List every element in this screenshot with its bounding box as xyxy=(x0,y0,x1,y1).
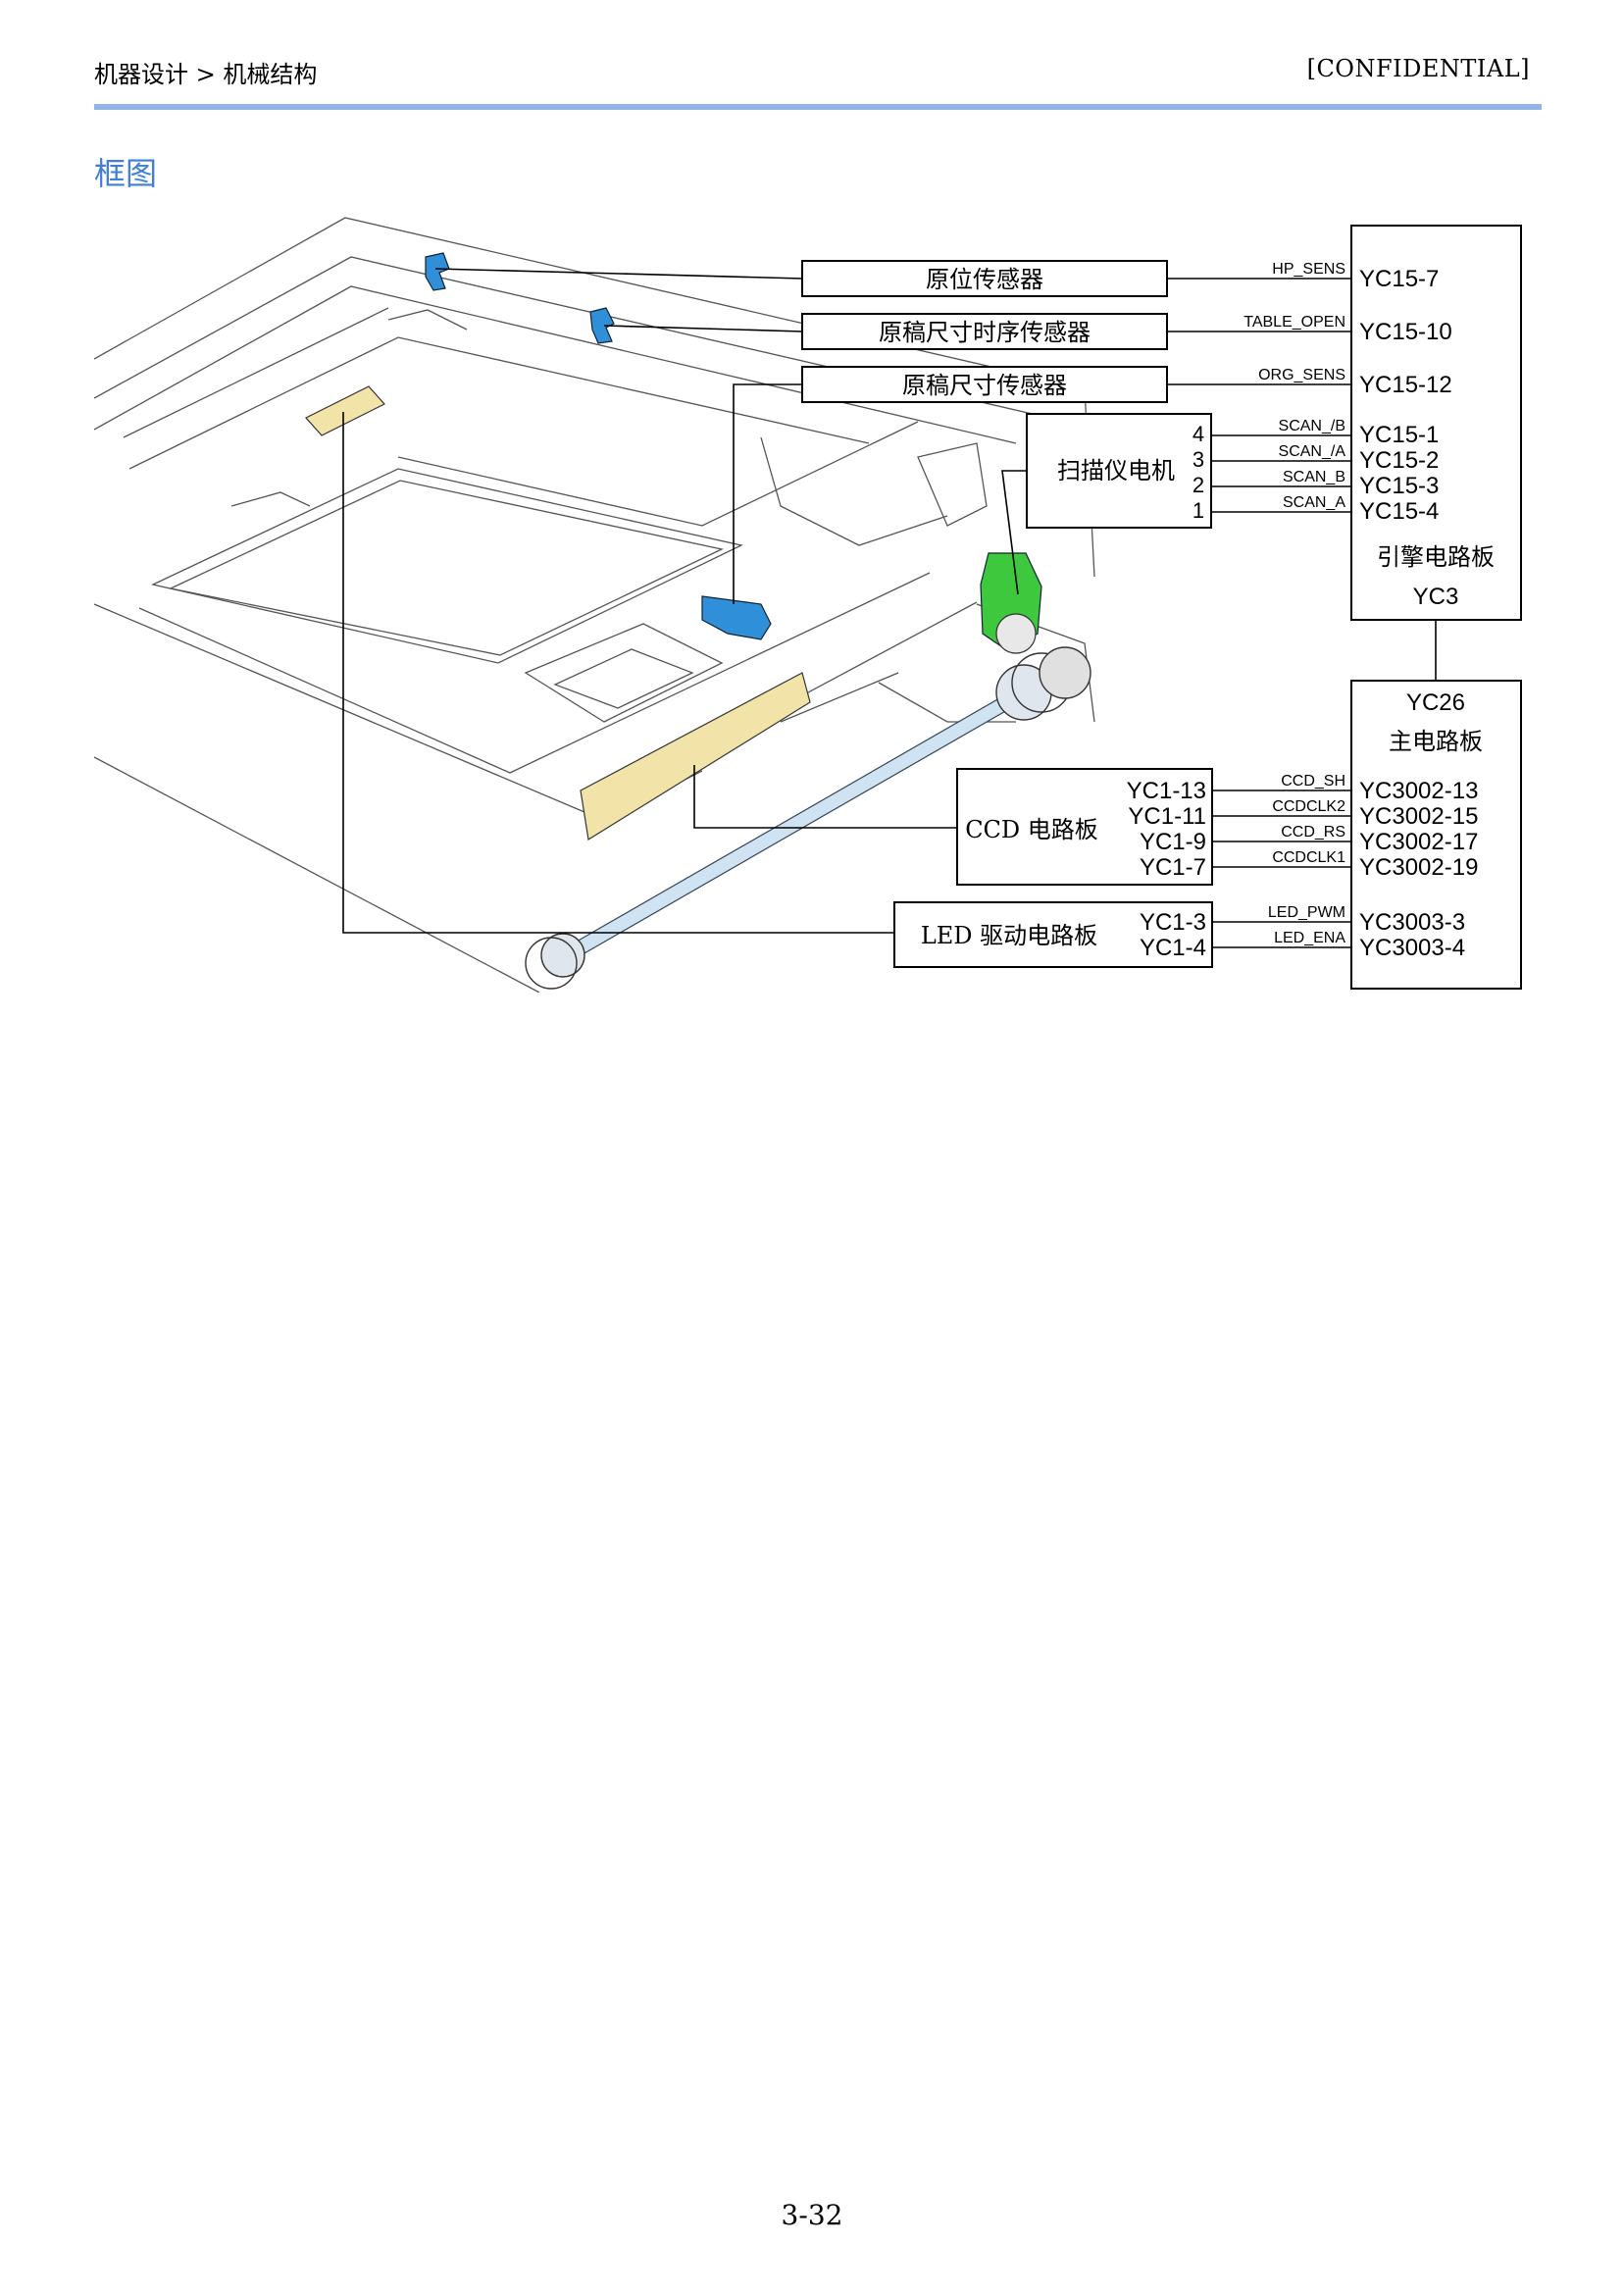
signal-name: LED_ENA xyxy=(1274,930,1345,946)
component-boxes xyxy=(801,225,1522,990)
main-board-connector: YC26 xyxy=(1406,689,1465,716)
table-open-sensor-box xyxy=(801,313,1168,350)
engine-pin: YC15-4 xyxy=(1359,498,1439,525)
engine-pin: YC15-1 xyxy=(1359,422,1439,448)
signal-name: TABLE_OPEN xyxy=(1243,314,1345,331)
led-pin: YC1-4 xyxy=(1140,935,1206,961)
table-open-sensor-part xyxy=(589,307,615,344)
scanner-motor-label: 扫描仪电机 xyxy=(1057,457,1175,484)
confidential-label: [CONFIDENTIAL] xyxy=(1306,55,1530,82)
engine-board-name: 引擎电路板 xyxy=(1377,543,1495,571)
main-pin: YC3002-15 xyxy=(1359,803,1478,830)
ccd-pin: YC1-11 xyxy=(1128,803,1206,830)
ccd-pin: YC1-13 xyxy=(1127,778,1206,804)
main-board-name: 主电路板 xyxy=(1389,728,1483,755)
yellow-board-part xyxy=(305,385,385,436)
signal-name: SCAN_A xyxy=(1283,494,1345,511)
signal-name: CCD_SH xyxy=(1281,773,1345,790)
ccd-pin-labels: YC1-13 YC1-11 YC1-9 YC1-7 xyxy=(1127,778,1206,881)
ccd-board-box xyxy=(956,768,1213,886)
org-size-sensor-part xyxy=(701,595,772,640)
main-pin: YC3002-13 xyxy=(1359,778,1478,804)
signal-name: SCAN_/B xyxy=(1279,418,1345,434)
ccd-board-part xyxy=(580,672,811,841)
engine-board-connector: YC3 xyxy=(1413,584,1459,610)
motor-part xyxy=(980,552,1042,654)
header-rule xyxy=(94,104,1542,110)
led-board-label: LED 驱动电路板 xyxy=(921,922,1097,949)
motor-pin: 1 xyxy=(1193,498,1204,523)
main-pin: YC3003-4 xyxy=(1359,935,1465,961)
main-board-text: YC26 主电路板 YC3002-13 YC3002-15 YC3002-17 … xyxy=(1359,689,1483,961)
signal-name: CCDCLK2 xyxy=(1272,798,1345,815)
engine-board-box xyxy=(1350,225,1522,621)
engine-pin: YC15-2 xyxy=(1359,447,1439,474)
ccd-board-label: CCD 电路板 xyxy=(965,816,1098,843)
led-board-box xyxy=(893,901,1213,968)
scanner-motor-box xyxy=(1026,413,1212,529)
engine-pin: YC15-10 xyxy=(1359,319,1452,345)
signal-name: SCAN_/A xyxy=(1279,443,1346,460)
led-pin-labels: YC1-3 YC1-4 xyxy=(1140,909,1206,961)
ccd-pin: YC1-9 xyxy=(1140,829,1206,855)
signal-name: HP_SENS xyxy=(1272,261,1345,278)
engine-pin: YC15-12 xyxy=(1359,372,1452,398)
engine-board-text: YC15-7 YC15-10 YC15-12 YC15-1 YC15-2 YC1… xyxy=(1359,266,1495,610)
breadcrumb: 机器设计 > 机械结构 xyxy=(94,61,318,88)
shaft-part xyxy=(525,646,1091,990)
component-labels: 原位传感器 原稿尺寸时序传感器 原稿尺寸传感器 扫描仪电机 CCD 电路板 LE… xyxy=(879,266,1175,949)
org-size-sensor-box xyxy=(801,366,1168,403)
section-title: 框图 xyxy=(94,155,158,192)
hp-sensor-label: 原位传感器 xyxy=(926,266,1043,293)
ccd-pin: YC1-7 xyxy=(1140,854,1206,881)
main-pin: YC3003-3 xyxy=(1359,909,1465,936)
signal-lines xyxy=(1167,278,1437,948)
signal-name: CCD_RS xyxy=(1281,824,1345,841)
signal-name: SCAN_B xyxy=(1283,469,1345,485)
page-number: 3-32 xyxy=(781,2199,843,2231)
signal-names: HP_SENS TABLE_OPEN ORG_SENS SCAN_/B SCAN… xyxy=(1243,261,1345,946)
table-open-sensor-label: 原稿尺寸时序传感器 xyxy=(879,319,1091,346)
block-diagram: 原位传感器 原稿尺寸时序传感器 原稿尺寸传感器 扫描仪电机 CCD 电路板 LE… xyxy=(94,217,1522,993)
led-pin: YC1-3 xyxy=(1140,909,1206,936)
motor-pin: 3 xyxy=(1193,447,1204,472)
signal-name: ORG_SENS xyxy=(1258,367,1345,383)
motor-pin: 2 xyxy=(1193,473,1204,497)
engine-pin: YC15-7 xyxy=(1359,266,1439,292)
main-board-box xyxy=(1350,680,1522,990)
leader-lines xyxy=(342,268,1027,934)
main-pin: YC3002-19 xyxy=(1359,854,1478,881)
motor-pin-numbers: 4 3 2 1 xyxy=(1193,422,1204,523)
org-size-sensor-label: 原稿尺寸传感器 xyxy=(902,372,1067,399)
signal-name: CCDCLK1 xyxy=(1272,849,1345,866)
main-pin: YC3002-17 xyxy=(1359,829,1478,855)
signal-name: LED_PWM xyxy=(1268,904,1345,921)
hp-sensor-part xyxy=(425,252,450,291)
motor-pin: 4 xyxy=(1193,422,1204,446)
engine-pin: YC15-3 xyxy=(1359,473,1439,499)
